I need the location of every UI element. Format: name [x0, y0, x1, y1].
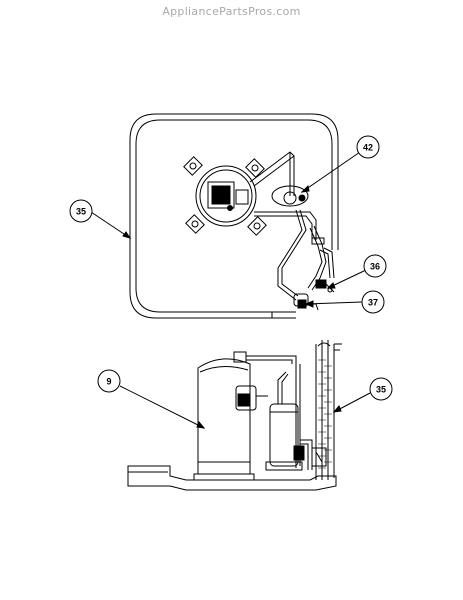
leader-37	[305, 301, 363, 305]
callout-9-label: 9	[106, 377, 111, 387]
callout-35-top-label: 35	[76, 207, 86, 217]
tubing-top-view	[249, 151, 335, 301]
callout-42-label: 42	[363, 143, 373, 153]
compressor-top-view	[183, 156, 267, 236]
callout-9[interactable]: 9	[97, 369, 121, 393]
callout-35-top[interactable]: 35	[69, 199, 93, 223]
callout-37-label: 37	[368, 298, 378, 308]
callout-35-bottom-label: 35	[376, 385, 386, 395]
leader-42	[301, 151, 361, 193]
drier-fitting-top-view	[293, 293, 319, 311]
top-view-assembly	[129, 113, 339, 319]
tubing-side-view	[293, 364, 327, 470]
callout-36[interactable]: 36	[363, 254, 387, 278]
base-pan-outer	[129, 113, 339, 319]
callout-36-label: 36	[370, 262, 380, 272]
leader-35-top	[90, 211, 131, 239]
side-view-assembly	[127, 340, 342, 491]
compressor-side-view	[193, 351, 297, 481]
accumulator-side-view	[265, 371, 303, 471]
callout-42[interactable]: 42	[356, 135, 380, 159]
callout-37[interactable]: 37	[361, 290, 385, 314]
watermark: AppliancePartsPros.com	[162, 5, 301, 18]
base-pan-inner	[135, 119, 333, 313]
leader-9	[119, 385, 205, 429]
accumulator-top-view	[271, 185, 309, 207]
condenser-coil-section	[315, 340, 342, 480]
callout-35-bottom[interactable]: 35	[369, 377, 393, 401]
base-plate-side	[127, 465, 337, 491]
callout-leaders	[90, 151, 371, 429]
